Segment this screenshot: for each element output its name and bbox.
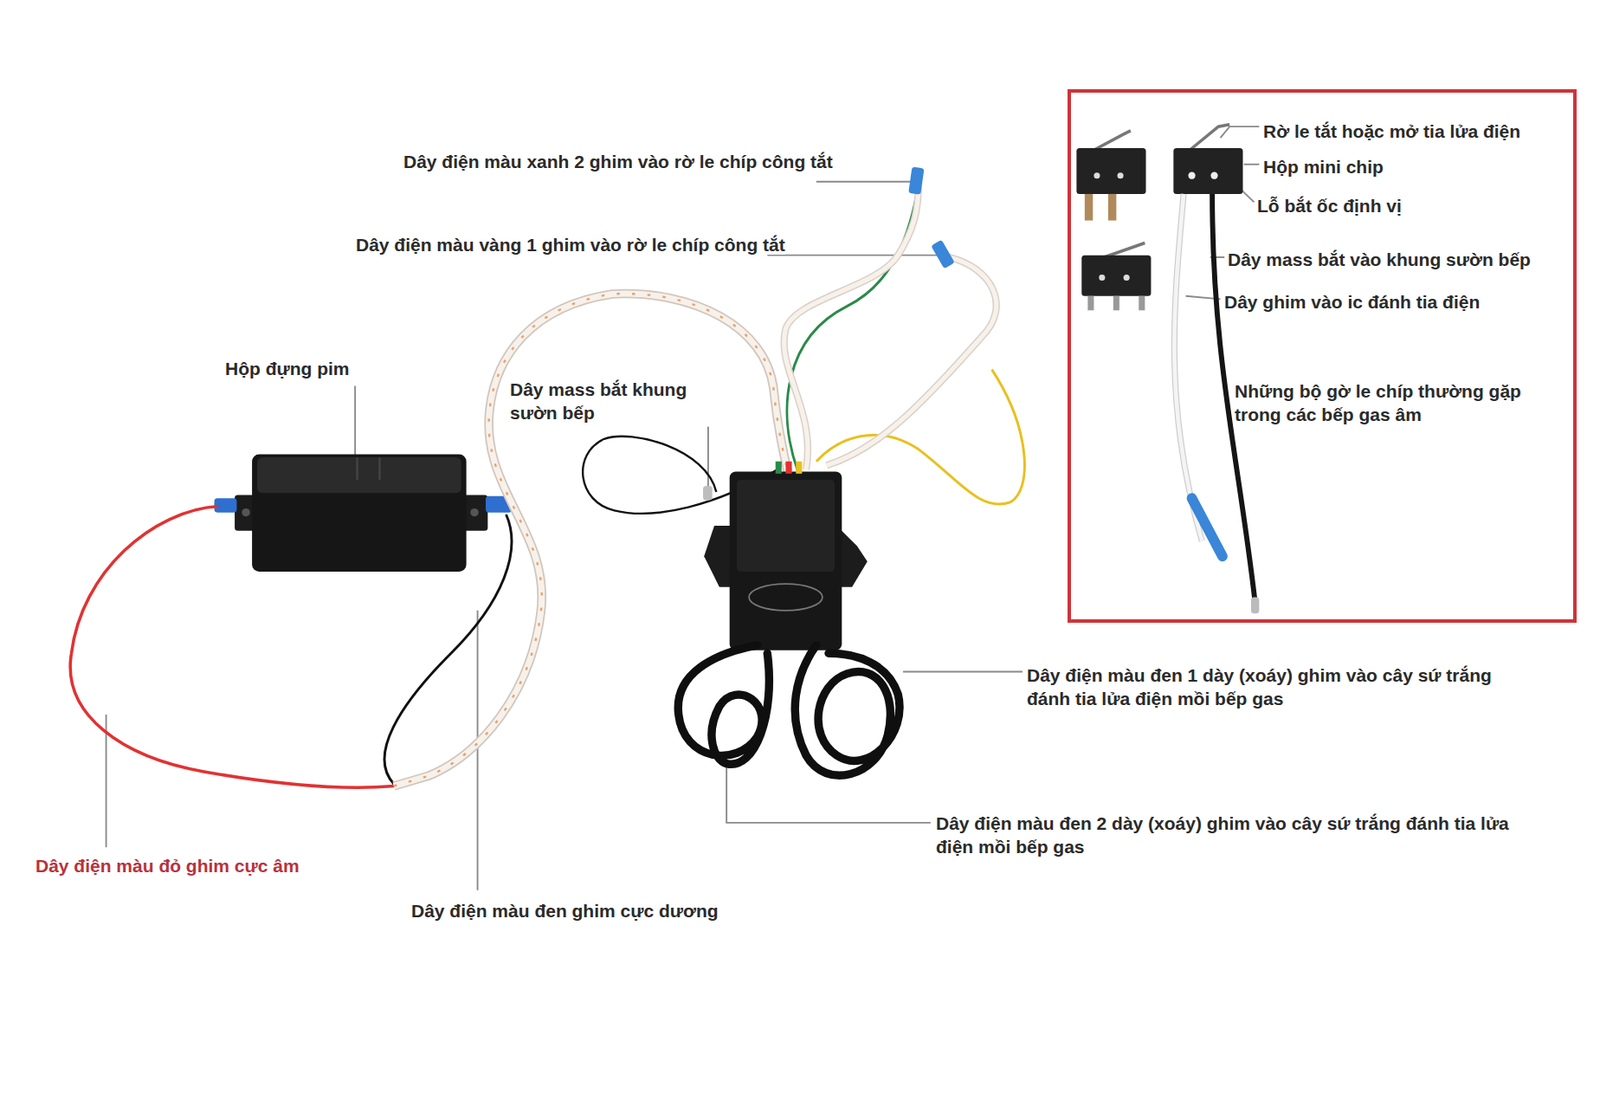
inset-label: Hộp mini chip (1263, 154, 1384, 179)
label-text: Dây mass bắt khung sườn bếp (509, 379, 687, 423)
callout-label: Dây điện màu vàng 1 ghim vào rờ le chíp … (355, 232, 794, 257)
callout-label: Dây mass bắt khung sườn bếp (509, 377, 727, 426)
callout-label: Hộp đựng pim (225, 356, 350, 381)
label-text: Rờ le tắt hoặc mở tia lửa điện (1263, 121, 1521, 142)
callout-label: Dây điện màu đen 1 dày (xoáy) ghim vào c… (1026, 663, 1538, 711)
battery-box (213, 453, 512, 572)
callout-label: Dây điện màu đen ghim cực dương (411, 898, 719, 923)
inset-label: Dây mass bắt vào khung sườn bếp (1227, 247, 1531, 271)
label-text: Dây điện màu đen 1 dày (xoáy) ghim vào c… (1026, 664, 1492, 709)
inset-frame: Rờ le tắt hoặc mở tia lửa điệnHộp mini c… (1067, 89, 1577, 623)
inset-label: Những bộ gờ le chíp thường gặp trong các… (1234, 379, 1564, 427)
micro-switches (1076, 124, 1259, 614)
label-text: Lỗ bắt ốc định vị (1257, 195, 1402, 216)
label-text: Dây điện màu xanh 2 ghim vào rờ le chíp … (403, 151, 833, 172)
label-text: Dây điện màu vàng 1 ghim vào rờ le chíp … (355, 234, 786, 255)
leader-lines (106, 126, 1260, 891)
label-text: Hộp đựng pim (225, 358, 350, 379)
label-text: Dây điện màu đen 2 dày (xoáy) ghim vào c… (935, 812, 1510, 857)
label-text: Dây mass bắt vào khung sườn bếp (1227, 249, 1531, 270)
inset-label: Dây ghim vào ic đánh tia điện (1224, 290, 1480, 314)
inset-label: Rờ le tắt hoặc mở tia lửa điện (1263, 119, 1521, 143)
label-text: Dây ghim vào ic đánh tia điện (1224, 291, 1480, 312)
ignition-module (703, 461, 868, 651)
inset-label: Lỗ bắt ốc định vị (1257, 193, 1402, 218)
label-text: Dây điện màu đỏ ghim cực âm (35, 855, 300, 876)
callout-label: Dây điện màu xanh 2 ghim vào rờ le chíp … (403, 149, 841, 174)
label-text: Dây điện màu đen ghim cực dương (411, 900, 719, 921)
callout-label: Dây điện màu đỏ ghim cực âm (35, 853, 300, 878)
label-text: Những bộ gờ le chíp thường gặp trong các… (1234, 380, 1522, 425)
callout-label: Dây điện màu đen 2 dày (xoáy) ghim vào c… (935, 811, 1547, 859)
label-text: Hộp mini chip (1263, 156, 1384, 177)
